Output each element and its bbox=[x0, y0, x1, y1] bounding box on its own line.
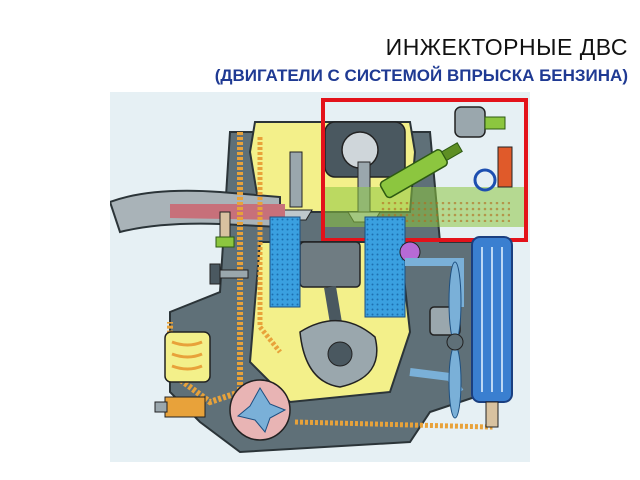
oil-channel bbox=[257, 137, 282, 354]
page-subtitle: (ДВИГАТЕЛИ С СИСТЕМОЙ ВПРЫСКА БЕНЗИНА) bbox=[214, 66, 628, 85]
oil-pump-icon bbox=[229, 379, 291, 441]
radiator-icon bbox=[471, 236, 513, 428]
fan-icon bbox=[446, 261, 464, 419]
throttle-valve-icon bbox=[473, 168, 497, 192]
oil-filter-icon bbox=[164, 331, 211, 383]
temperature-sensor-icon bbox=[209, 263, 249, 285]
throttle-sensor-icon bbox=[454, 106, 506, 138]
sensor-block bbox=[497, 146, 513, 188]
intake-pipe bbox=[380, 202, 510, 222]
engine-diagram bbox=[110, 92, 530, 462]
pressure-sensor-icon bbox=[154, 396, 206, 418]
coolant-jacket bbox=[364, 216, 406, 318]
crankshaft-icon bbox=[299, 320, 378, 388]
injector-icon bbox=[379, 142, 463, 199]
coolant-jacket bbox=[269, 216, 301, 308]
injection-highlight-frame bbox=[321, 98, 528, 242]
spark-plug-icon bbox=[215, 211, 235, 248]
oil-channel bbox=[167, 132, 243, 406]
page-title: ИНЖЕКТОРНЫЕ ДВС bbox=[385, 34, 628, 60]
valve-icon bbox=[279, 151, 313, 221]
